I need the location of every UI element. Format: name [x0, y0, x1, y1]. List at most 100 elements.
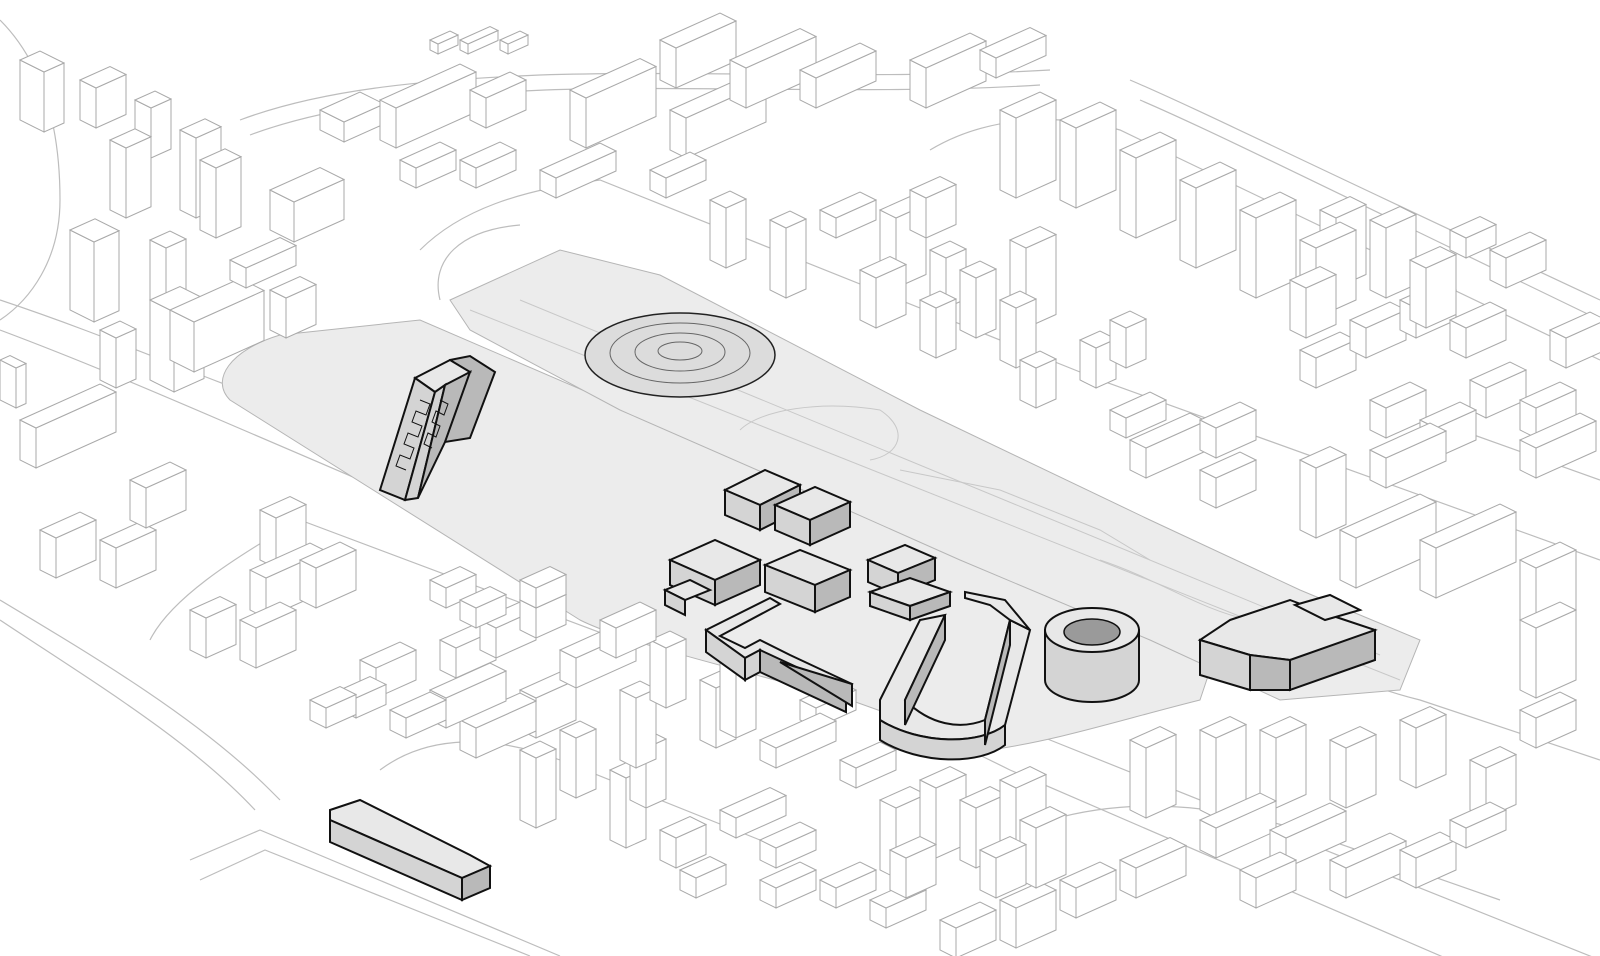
context-building-roof: [78, 65, 128, 89]
context-building-roof: [728, 27, 818, 69]
context-building-roof: [1518, 381, 1578, 409]
context-building-roof: [1448, 301, 1508, 329]
context-building-roof: [258, 495, 308, 519]
context-building-roof: [458, 25, 500, 45]
context-building-wall: [935, 298, 957, 359]
serpentine-residential-block: [704, 596, 854, 714]
context-building-roof: [1288, 265, 1338, 289]
context-building-roof: [758, 712, 838, 749]
context-building-wall: [519, 749, 537, 829]
context-building-roof: [918, 290, 958, 309]
context-building-roof: [228, 236, 298, 269]
context-building-roof: [818, 861, 878, 889]
context-building-roof: [678, 855, 728, 879]
context-building-roof: [38, 511, 98, 539]
context-building-roof: [18, 50, 66, 73]
context-building-roof: [178, 118, 223, 139]
context-building-roof: [708, 190, 748, 209]
context-building-roof: [1368, 422, 1448, 459]
context-building-roof: [98, 521, 158, 549]
context-building-wall: [19, 59, 45, 133]
context-building-roof: [1018, 805, 1068, 829]
context-building-roof: [1118, 131, 1178, 159]
context-building-wall: [1299, 459, 1317, 539]
context-building-wall: [999, 109, 1017, 199]
context-building-roof: [818, 191, 878, 219]
context-building-roof: [598, 601, 658, 629]
context-building-wall: [109, 139, 127, 219]
context-building-roof: [538, 142, 618, 179]
context-building-roof: [1418, 503, 1518, 549]
context-building-roof: [718, 786, 788, 819]
context-building-roof: [908, 175, 958, 199]
context-building-roof: [1518, 601, 1578, 629]
context-building-roof: [198, 148, 243, 169]
context-building-roof: [998, 765, 1048, 789]
context-building-roof: [1298, 221, 1358, 249]
context-building-roof: [1198, 715, 1248, 739]
context-building-wall: [179, 129, 197, 219]
office-block-cluster-east: [865, 543, 954, 622]
context-building-roof: [998, 881, 1058, 909]
context-building-wall: [959, 799, 977, 869]
context-building-roof: [838, 741, 898, 769]
context-building-roof: [148, 230, 188, 249]
context-building-roof: [558, 720, 598, 739]
context-building-roof: [458, 585, 508, 609]
stadium-disc: [584, 312, 776, 398]
context-building-roof: [1338, 493, 1438, 539]
context-building-roof: [1448, 215, 1498, 239]
context-building-roof: [1368, 205, 1418, 229]
context-building-roof: [98, 320, 138, 339]
context-building-wall: [699, 679, 717, 749]
context-building-roof: [998, 91, 1058, 119]
context-building-wall: [575, 728, 597, 799]
context-building-roof: [1398, 705, 1448, 729]
context-building-wall: [619, 689, 637, 769]
context-building-wall: [785, 218, 807, 299]
long-bar-building: [329, 798, 493, 902]
context-building-roof: [238, 601, 298, 629]
context-building-roof: [658, 12, 738, 49]
context-building-roof: [298, 541, 358, 569]
context-building-wall: [709, 199, 727, 269]
context-building-roof: [1128, 725, 1178, 749]
context-buildings: [0, 12, 1600, 956]
context-building-roof: [1518, 541, 1578, 569]
context-building-roof: [1518, 412, 1598, 449]
context-building-wall: [559, 729, 577, 799]
context-building-roof: [358, 641, 418, 669]
context-building-wall: [1329, 739, 1347, 809]
context-building-wall: [99, 329, 117, 389]
context-building-wall: [569, 89, 587, 149]
context-building-wall: [215, 155, 242, 239]
context-building-roof: [1018, 350, 1058, 369]
context-building-roof: [1058, 861, 1118, 889]
context-building-roof: [18, 383, 118, 429]
context-building-wall: [769, 219, 787, 299]
context-building-roof: [1518, 691, 1578, 719]
cross-plan-complex: [1197, 593, 1378, 692]
context-building-wall: [115, 328, 137, 389]
context-building-roof: [798, 42, 878, 79]
context-building-wall: [535, 748, 557, 829]
context-building-roof: [128, 461, 188, 489]
highlighted-volumes: [329, 354, 1378, 902]
context-building-roof: [1468, 361, 1528, 389]
context-building-wall: [1129, 739, 1147, 819]
context-building-wall: [665, 638, 687, 709]
context-building-wall: [1519, 619, 1537, 699]
context-building-wall: [1119, 149, 1137, 239]
context-building-roof: [998, 290, 1038, 309]
context-building-wall: [150, 98, 172, 159]
context-building-wall: [1239, 209, 1257, 299]
context-building-roof: [1178, 161, 1238, 189]
context-building-roof: [648, 630, 688, 649]
context-building-roof: [1328, 832, 1408, 869]
context-building-roof: [428, 30, 460, 45]
context-building-roof: [758, 821, 818, 849]
context-building-roof: [1468, 745, 1518, 769]
context-building-wall: [919, 299, 937, 359]
context-building-wall: [859, 269, 877, 329]
